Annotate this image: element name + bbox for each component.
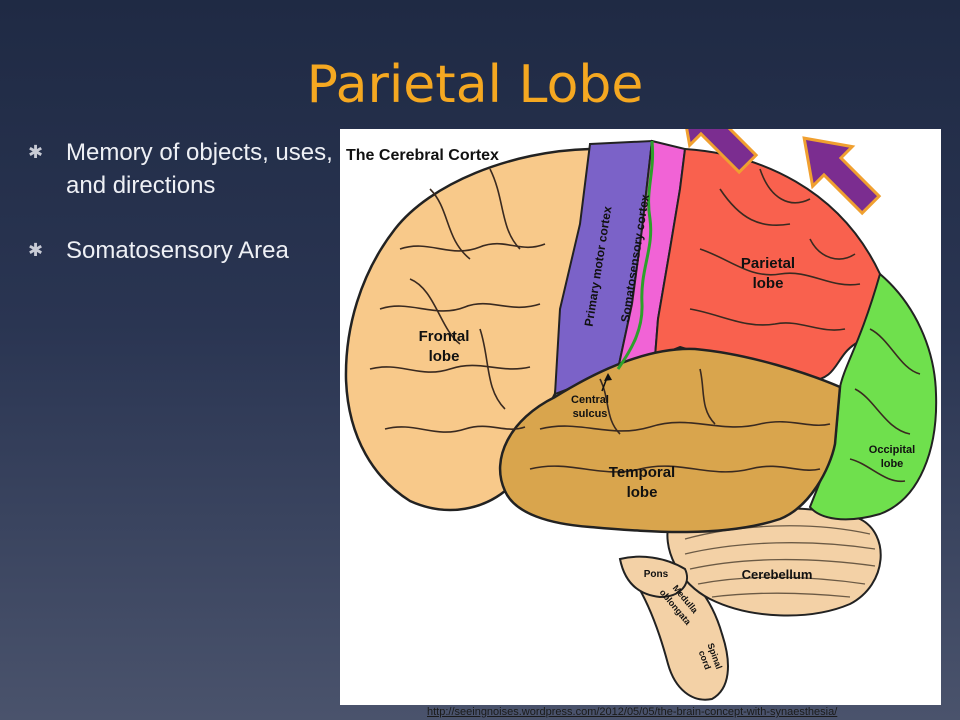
temporal-label-1: Temporal xyxy=(609,464,675,481)
diagram-title: The Cerebral Cortex xyxy=(346,147,499,164)
occipital-label-1: Occipital xyxy=(869,444,915,456)
bullet-item: ✱ Memory of objects, uses, and direction… xyxy=(28,136,338,202)
central-sulcus-line xyxy=(616,140,655,370)
gyri-lines xyxy=(369,168,921,482)
bullet-item: ✱ Somatosensory Area xyxy=(28,234,338,267)
bullet-star-icon: ✱ xyxy=(28,142,44,162)
central-sulcus-label-2: sulcus xyxy=(573,408,608,420)
bullet-text: Somatosensory Area xyxy=(66,237,289,264)
parietal-label-1: Parietal xyxy=(741,255,795,272)
parietal-label-2: lobe xyxy=(753,275,784,292)
occipital-lobe-region xyxy=(808,272,938,521)
brain-diagram: The Cerebral Cortex xyxy=(340,129,941,705)
cerebellum-label: Cerebellum xyxy=(742,567,813,582)
pons-region xyxy=(618,555,688,599)
source-link[interactable]: http://seeingnoises.wordpress.com/2012/0… xyxy=(427,706,838,718)
central-sulcus-pointer-head xyxy=(604,373,612,381)
bullet-star-icon: ✱ xyxy=(28,240,44,260)
slide-title: Parietal Lobe xyxy=(306,55,644,115)
frontal-label-2: lobe xyxy=(429,348,460,365)
cerebellum-folds xyxy=(684,525,876,598)
temporal-lobe-region xyxy=(498,347,842,534)
arrow-icon xyxy=(802,136,882,216)
bullet-list: ✱ Memory of objects, uses, and direction… xyxy=(28,136,338,299)
temporal-label-2: lobe xyxy=(627,484,658,501)
frontal-label-1: Frontal xyxy=(419,328,470,345)
pons-label: Pons xyxy=(644,569,669,580)
central-sulcus-label-1: Central xyxy=(571,394,609,406)
occipital-label-2: lobe xyxy=(881,458,904,470)
arrow-icon xyxy=(679,129,759,175)
bullet-text: Memory of objects, uses, and directions xyxy=(66,139,333,199)
brain-diagram-svg: The Cerebral Cortex xyxy=(344,129,938,701)
